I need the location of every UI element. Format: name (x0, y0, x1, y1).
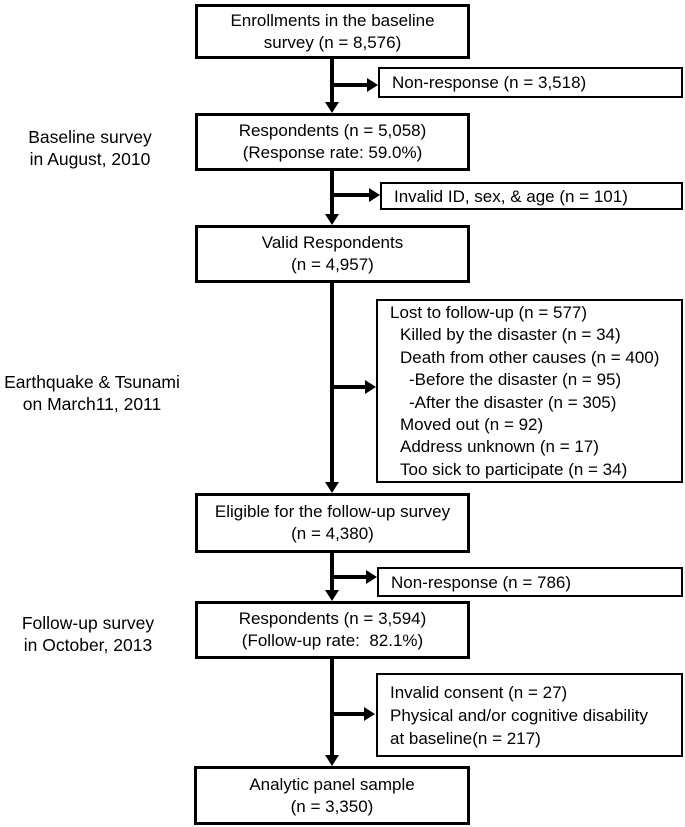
box-line: (Follow-up rate: 82.1%) (241, 631, 424, 650)
box-line: (n = 4,957) (291, 255, 374, 274)
connector-valid-to-eligible (330, 283, 334, 484)
stage-label-followup-survey: Follow-up survey in October, 2013 (8, 612, 168, 656)
stage-label-baseline-survey: Baseline survey in August, 2010 (10, 126, 170, 170)
box-enrollments: Enrollments in the baseline survey (n = … (195, 4, 470, 59)
box-line: Death from other causes (n = 400) (400, 347, 660, 367)
box-line: -After the disaster (n = 305) (409, 392, 617, 412)
stage-label-line: in August, 2010 (29, 149, 151, 169)
stage-label-line: in October, 2013 (23, 635, 153, 655)
connector-enrollments-to-respondents (330, 59, 334, 104)
box-line: Lost to follow-up (n = 577) (390, 303, 588, 322)
box-line: Non-response (n = 786) (391, 572, 572, 592)
box-line: Killed by the disaster (n = 34) (400, 325, 621, 345)
box-line: Respondents (n = 3,594) (238, 609, 427, 628)
box-line: Respondents (n = 5,058) (238, 121, 427, 140)
box-lost-to-followup: Lost to follow-up (n = 577) Killed by th… (376, 299, 683, 483)
box-invalid-id: Invalid ID, sex, & age (n = 101) (380, 182, 683, 210)
arrow-down-icon (325, 755, 339, 766)
branch-lost-to-followup (332, 385, 366, 389)
box-line: Enrollments in the baseline (230, 10, 435, 30)
box-eligible-followup: Eligible for the follow-up survey (n = 4… (195, 493, 470, 553)
box-line: Moved out (n = 92) (400, 415, 544, 435)
box-line: Invalid ID, sex, & age (n = 101) (394, 186, 628, 206)
box-line: (n = 3,350) (290, 796, 374, 816)
connector-eligible-to-respondents2 (330, 553, 334, 591)
box-valid-respondents: Valid Respondents (n = 4,957) (195, 225, 470, 283)
box-respondents-followup: Respondents (n = 3,594) (Follow-up rate:… (195, 601, 470, 659)
stage-label-line: Earthquake & Tsunami (4, 372, 180, 392)
box-line: at baseline(n = 217) (390, 728, 541, 748)
stage-label-line: Baseline survey (28, 127, 152, 147)
arrow-down-icon (325, 482, 339, 493)
box-line: -Before the disaster (n = 95) (409, 370, 622, 390)
box-nonresponse-followup: Non-response (n = 786) (377, 567, 683, 597)
box-line: survey (n = 8,576) (263, 32, 402, 52)
branch-invalid-id (332, 193, 370, 197)
box-line: (Response rate: 59.0%) (242, 143, 423, 162)
stage-label-line: Follow-up survey (21, 613, 155, 633)
box-line: Too sick to participate (n = 34) (400, 459, 628, 479)
arrow-down-icon (325, 102, 339, 113)
branch-exclusions-followup (332, 712, 365, 716)
branch-nonresponse-followup (332, 575, 367, 579)
connector-respondents2-to-analytic (330, 659, 334, 755)
box-nonresponse-baseline: Non-response (n = 3,518) (378, 67, 683, 98)
arrow-right-icon (364, 707, 375, 721)
box-line: Valid Respondents (261, 233, 404, 252)
box-line: Physical and/or cognitive disability (390, 705, 648, 725)
arrow-right-icon (366, 570, 377, 584)
box-line: Non-response (n = 3,518) (392, 73, 587, 92)
stage-label-line: on March11, 2011 (22, 394, 162, 414)
box-line: Address unknown (n = 17) (400, 437, 599, 457)
box-line: Invalid consent (n = 27) (390, 682, 568, 702)
branch-nonresponse-baseline (332, 83, 368, 87)
arrow-right-icon (369, 188, 380, 202)
arrow-right-icon (365, 380, 376, 394)
box-exclusions-followup: Invalid consent (n = 27) Physical and/or… (376, 673, 683, 757)
box-analytic-sample: Analytic panel sample (n = 3,350) (194, 766, 470, 825)
arrow-down-icon (325, 214, 339, 225)
box-respondents-baseline: Respondents (n = 5,058) (Response rate: … (195, 113, 470, 171)
box-line: Eligible for the follow-up survey (214, 502, 451, 521)
arrow-down-icon (325, 590, 339, 601)
box-line: Analytic panel sample (249, 774, 415, 794)
arrow-right-icon (367, 78, 378, 92)
stage-label-earthquake: Earthquake & Tsunami on March11, 2011 (0, 371, 184, 415)
box-line: (n = 4,380) (291, 524, 374, 543)
